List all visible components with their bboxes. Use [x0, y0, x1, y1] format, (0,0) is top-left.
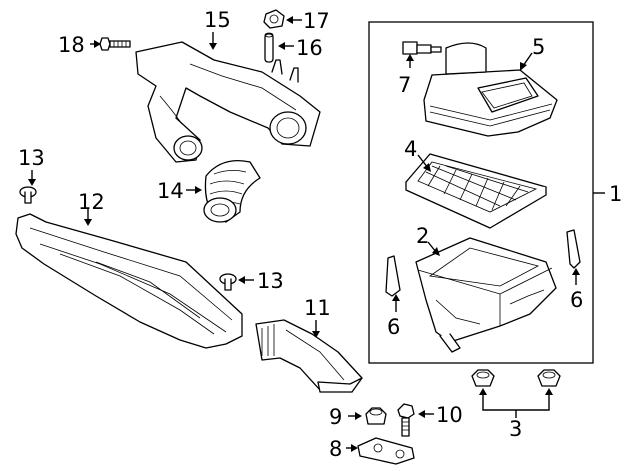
callout-12: 12	[78, 190, 105, 214]
nut-17[interactable]	[263, 9, 285, 29]
callout-15: 15	[204, 8, 231, 32]
callout-6-right: 6	[570, 288, 583, 312]
callout-13-upper: 13	[18, 146, 45, 170]
grommet-3-right[interactable]	[537, 369, 561, 387]
callout-5: 5	[532, 35, 545, 59]
retaining-clip-right[interactable]	[566, 229, 581, 269]
air-cleaner-lid[interactable]	[423, 42, 558, 137]
retaining-clip-left[interactable]	[385, 255, 401, 297]
push-pin-13-lower[interactable]	[219, 273, 237, 291]
callout-17: 17	[303, 9, 330, 33]
callout-3: 3	[509, 417, 522, 441]
stud-16[interactable]	[264, 32, 274, 63]
callout-18: 18	[58, 33, 85, 57]
callout-6-left: 6	[387, 315, 400, 339]
callout-13-lower: 13	[257, 269, 284, 293]
callout-2: 2	[416, 224, 429, 248]
air-cleaner-housing[interactable]	[415, 237, 557, 353]
callout-7: 7	[398, 73, 411, 97]
callout-1: 1	[609, 182, 622, 206]
callout-4: 4	[404, 137, 417, 161]
callout-10: 10	[436, 403, 463, 427]
air-inlet-duct[interactable]	[255, 319, 363, 393]
callout-16: 16	[296, 36, 323, 60]
callout-14: 14	[157, 179, 184, 203]
intake-tube[interactable]	[135, 41, 321, 163]
air-filter-element[interactable]	[405, 153, 547, 229]
bellows-hose[interactable]	[203, 159, 261, 223]
callout-9: 9	[329, 405, 342, 429]
push-pin-13-upper[interactable]	[19, 186, 37, 204]
callout-8: 8	[329, 437, 342, 461]
air-deflector-duct[interactable]	[15, 213, 243, 349]
callout-11: 11	[304, 296, 331, 320]
bracket-8[interactable]	[357, 437, 415, 465]
mass-airflow-sensor[interactable]	[402, 41, 442, 55]
bolt-18[interactable]	[99, 37, 131, 51]
grommet-3-left[interactable]	[471, 369, 495, 387]
bolt-10[interactable]	[397, 403, 415, 437]
nut-9[interactable]	[365, 407, 387, 425]
